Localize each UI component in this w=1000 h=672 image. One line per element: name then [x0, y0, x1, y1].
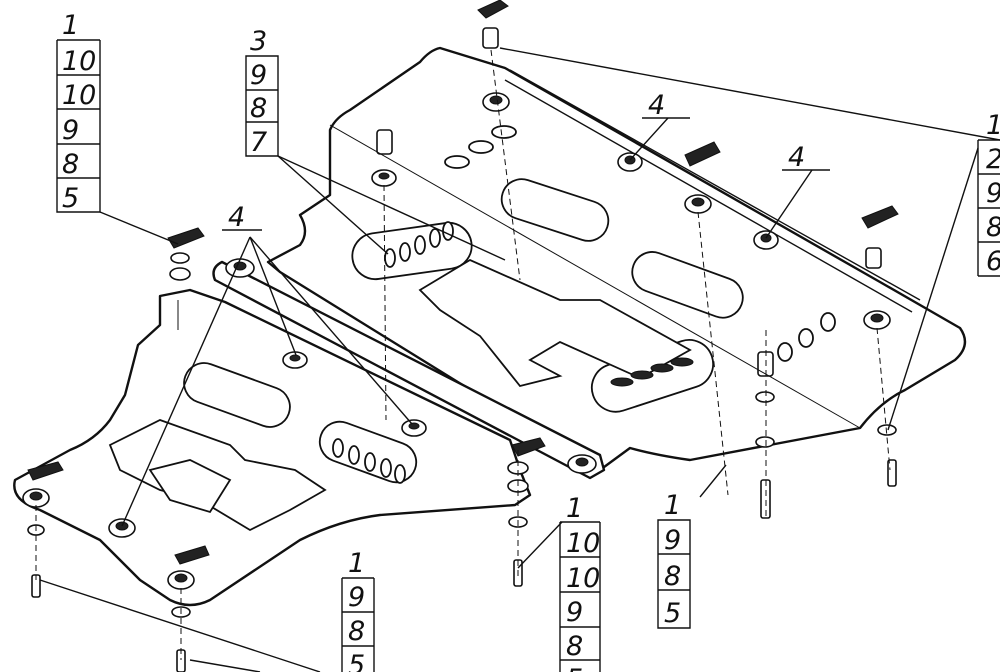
callout-label: 10	[566, 528, 600, 559]
callout-label: 9	[986, 178, 1000, 209]
callout-label: 9	[348, 582, 365, 613]
callout-label: 10	[62, 46, 96, 77]
callout-label: 8	[62, 149, 79, 180]
callout-label: 6	[986, 246, 1000, 277]
callout-stack-right: 1 2 9 8 6	[977, 110, 1000, 277]
callout-stack-bottom-center: 1 9 8 5	[341, 548, 375, 672]
callout-label: 8	[664, 561, 681, 592]
mounting-grommets	[371, 92, 891, 330]
callout-stack-upper-middle: 3 9 8 7	[245, 26, 279, 158]
callout-label: 5	[664, 598, 681, 629]
callout-stack-bottom-mid: 1 10 10 9 8 5	[559, 493, 601, 672]
cross-bar	[212, 258, 606, 480]
callout-label: 10	[566, 563, 600, 594]
callout-label: 1	[566, 493, 583, 524]
fastener-stack-top	[477, 0, 509, 49]
callout-label: 10	[62, 80, 96, 111]
lower-skid-plate	[13, 288, 532, 607]
vent-slot	[183, 362, 291, 428]
callout-label: 5	[566, 664, 583, 672]
callout-label: 9	[664, 525, 681, 556]
assembly-axes	[35, 49, 891, 660]
callout-label: 5	[62, 183, 79, 214]
callout-label: 9	[62, 115, 79, 146]
vent-slot	[318, 420, 418, 484]
callout-label: 8	[986, 212, 1000, 243]
leader-lines	[39, 47, 1000, 672]
callout-label: 8	[250, 93, 267, 124]
callout-label: 7	[250, 127, 267, 158]
callout-label: 9	[250, 60, 267, 91]
callout-label: 4	[648, 90, 665, 121]
callout-stack-top-left: 1 10 10 9 8 5	[56, 10, 101, 214]
vent-slot	[631, 251, 744, 319]
clip-nuts	[27, 141, 899, 565]
callout-label: 4	[788, 142, 805, 173]
vent-slot	[351, 221, 473, 281]
callout-label: 4	[228, 202, 245, 233]
callout-label: 8	[348, 616, 365, 647]
callout-label: 1	[664, 490, 681, 521]
callout-label: 1	[986, 110, 1000, 141]
upper-skid-plate	[266, 46, 967, 472]
vent-slot	[500, 178, 610, 242]
callout-stack-bottom-right: 1 9 8 5	[657, 490, 691, 629]
callout-label: 1	[62, 10, 79, 41]
callout-label: 9	[566, 597, 583, 628]
mounting-grommets	[22, 351, 427, 590]
callout-label: 5	[348, 650, 365, 672]
callout-label: 1	[348, 548, 365, 579]
callout-label: 8	[566, 631, 583, 662]
callout-single: 4 4 4	[222, 90, 830, 233]
callout-label: 3	[250, 26, 267, 57]
callout-label: 2	[986, 144, 1000, 175]
small-holes	[332, 438, 406, 484]
